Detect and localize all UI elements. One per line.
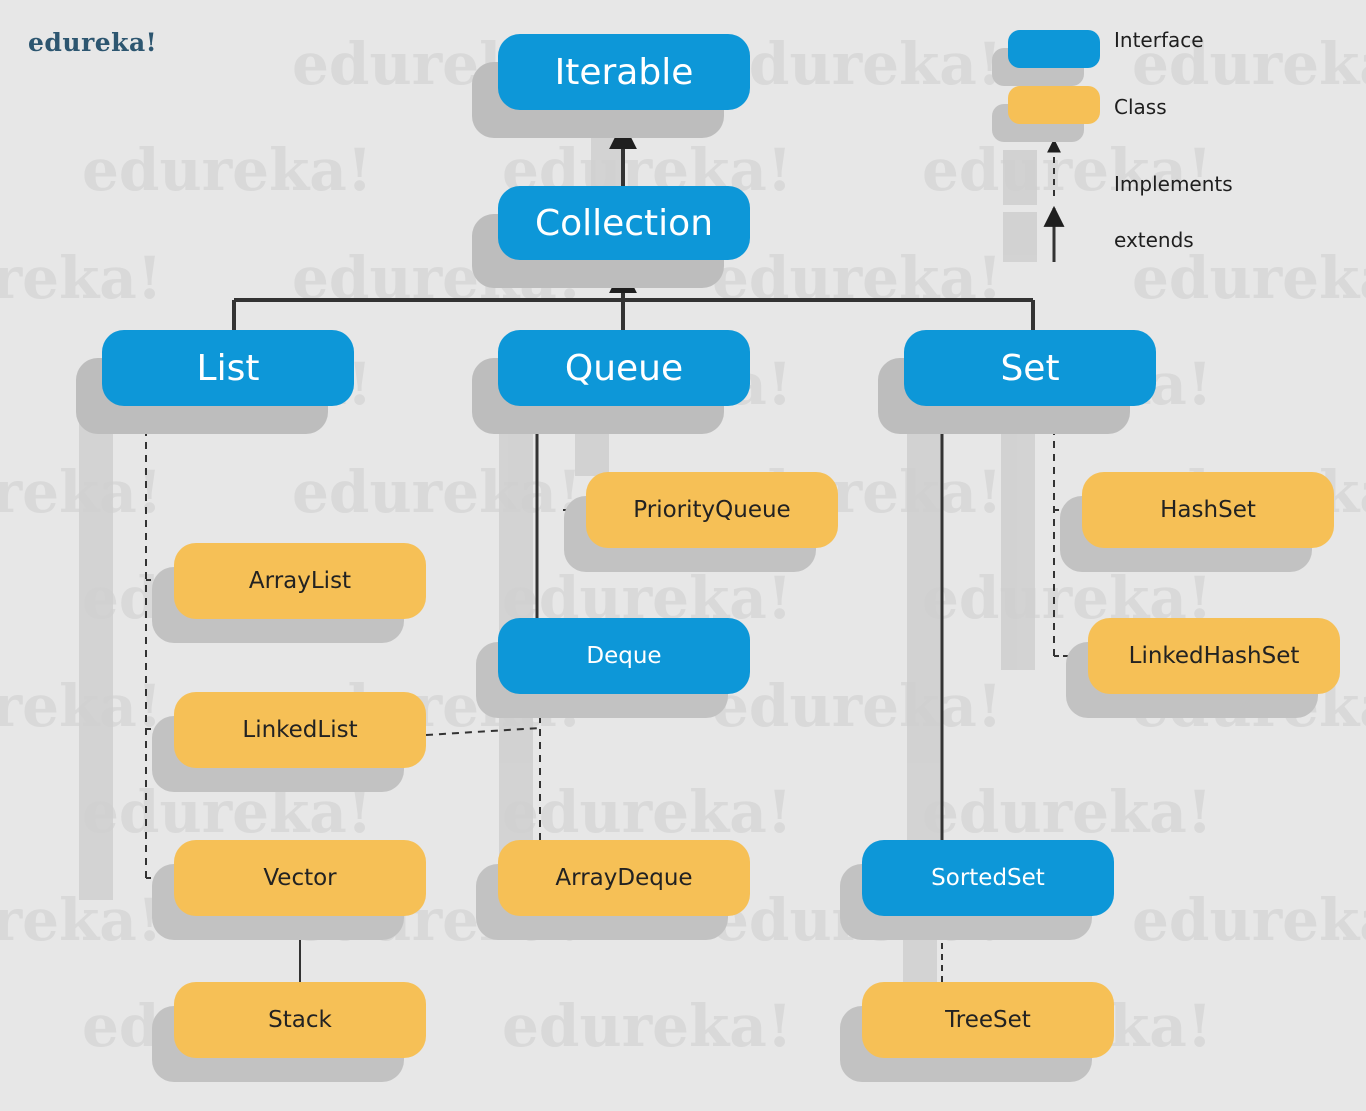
node-collection-label: Collection xyxy=(534,202,714,244)
node-iterable-label: Iterable xyxy=(554,51,694,93)
linkedlist-implements-deque xyxy=(425,727,541,736)
watermark: edureka! xyxy=(712,30,1003,98)
node-array-deque-label: ArrayDeque xyxy=(555,865,693,891)
node-priority-queue: PriorityQueue xyxy=(586,472,838,548)
node-linked-list-label: LinkedList xyxy=(242,717,358,743)
legend-interface-swatch xyxy=(1008,30,1100,68)
watermark: edureka! xyxy=(82,778,373,846)
node-queue-label: Queue xyxy=(564,347,684,389)
legend-class-swatch xyxy=(1008,86,1100,124)
node-linked-hash-set: LinkedHashSet xyxy=(1088,618,1340,694)
legend-implements-label: Implements xyxy=(1114,172,1233,196)
watermark: edureka! xyxy=(502,992,793,1060)
node-list-label: List xyxy=(196,347,260,389)
watermark: edureka! xyxy=(922,778,1213,846)
node-sorted-set: SortedSet xyxy=(862,840,1114,916)
node-deque-label: Deque xyxy=(586,643,662,669)
legend-class-label: Class xyxy=(1114,95,1167,119)
node-linked-list: LinkedList xyxy=(174,692,426,768)
node-iterable: Iterable xyxy=(498,34,750,110)
watermark: edureka! xyxy=(1132,244,1366,312)
watermark: edureka! xyxy=(292,458,583,526)
node-array-list-label: ArrayList xyxy=(248,568,352,594)
node-sorted-set-label: SortedSet xyxy=(931,865,1045,891)
node-linked-hash-set-label: LinkedHashSet xyxy=(1128,643,1300,669)
node-list: List xyxy=(102,330,354,406)
legend-interface-label: Interface xyxy=(1114,28,1204,52)
watermark: edureka! xyxy=(1132,30,1366,98)
node-stack: Stack xyxy=(174,982,426,1058)
node-hash-set-label: HashSet xyxy=(1160,497,1256,523)
node-set-label: Set xyxy=(1000,347,1060,389)
watermark: edureka! xyxy=(712,672,1003,740)
watermark: edureka! xyxy=(502,778,793,846)
edureka-logo: edureka! xyxy=(28,28,158,57)
watermark: edureka! xyxy=(922,136,1213,204)
watermark: edureka! xyxy=(82,136,373,204)
node-queue: Queue xyxy=(498,330,750,406)
watermark: edureka! xyxy=(0,244,163,312)
node-set: Set xyxy=(904,330,1156,406)
connector-shadows xyxy=(79,128,1037,990)
node-priority-queue-label: PriorityQueue xyxy=(633,497,791,523)
node-array-list: ArrayList xyxy=(174,543,426,619)
legend-extends-label: extends xyxy=(1114,228,1194,252)
node-hash-set: HashSet xyxy=(1082,472,1334,548)
connector-lines xyxy=(139,121,1088,982)
node-array-deque: ArrayDeque xyxy=(498,840,750,916)
node-vector-label: Vector xyxy=(263,865,337,891)
node-deque: Deque xyxy=(498,618,750,694)
node-collection: Collection xyxy=(498,186,750,260)
watermark: edureka! xyxy=(1132,886,1366,954)
node-vector: Vector xyxy=(174,840,426,916)
node-tree-set-label: TreeSet xyxy=(945,1007,1031,1033)
node-tree-set: TreeSet xyxy=(862,982,1114,1058)
node-stack-label: Stack xyxy=(268,1007,332,1033)
